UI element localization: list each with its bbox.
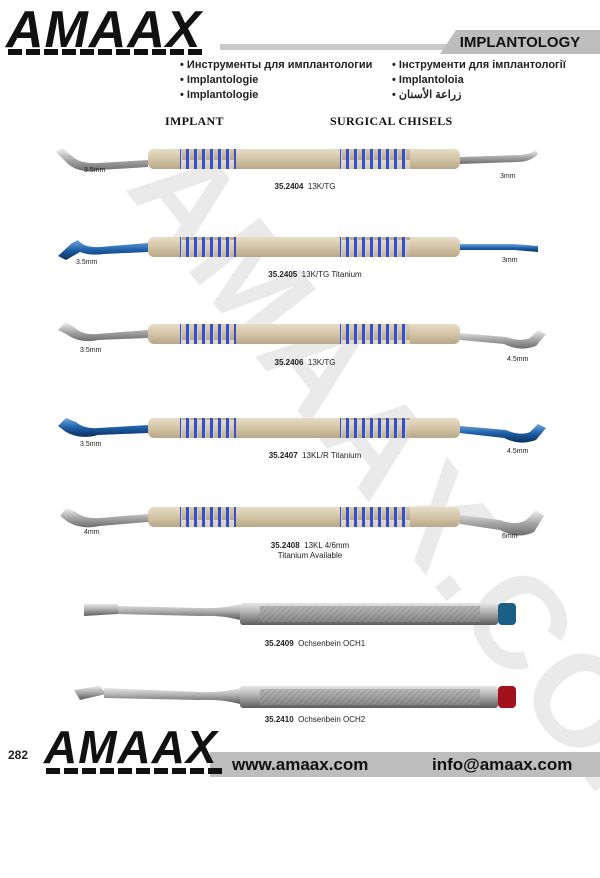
footer-logo-underline [46,768,222,774]
size-label: 3.5mm [80,347,102,354]
instrument-name: 13K/TG [307,358,336,367]
logo-underline [8,49,206,55]
catalog-number: 35.2407 [268,451,298,460]
instrument-35-2409 [84,603,516,625]
size-label: 3mm [500,173,516,180]
instrument-35-2404 [56,148,538,172]
instrument-name: Ochsenbein OCH2 [298,715,366,724]
instrument-illustrations [56,148,546,708]
footer-brand-logo: AMAAX [44,721,218,773]
instrument-caption: 35.2404 13K/TG [240,182,370,192]
instrument-name: 13K/TG Titanium [301,270,362,279]
size-label: 3mm [502,257,518,264]
instrument-35-2408 [60,507,544,536]
language-item: Implantoloia [392,73,592,88]
language-item: Інструменти для імплантології [392,58,592,73]
size-label: 6mm [502,533,518,540]
instrument-caption: 35.2405 13K/TG Titanium [240,270,390,280]
size-label: 3.5mm [84,167,106,174]
catalog-number: 35.2410 [264,715,294,724]
instrument-35-2405 [58,237,538,260]
catalog-number: 35.2404 [274,182,304,191]
footer-bar [210,752,600,777]
column-title-surgical-chisels: SURGICAL CHISELS [330,114,453,128]
instrument-caption: 35.2408 13KL 4/6mm Titanium Available [240,541,380,561]
language-list-right: Інструменти для імплантології Implantolo… [392,58,592,103]
size-label: 3.5mm [80,441,102,448]
instrument-35-2406 [58,322,546,349]
instrument-name: Ochsenbein OCH1 [298,639,366,648]
column-title-implant: IMPLANT [165,114,224,128]
catalog-number: 35.2409 [264,639,294,648]
size-label: 3.5mm [76,259,98,266]
size-label: 4mm [84,529,100,536]
instrument-35-2407 [58,418,546,443]
language-item: Implantologie [180,73,390,88]
footer-website-link[interactable]: www.amaax.com [232,755,369,774]
language-item: Implantologie [180,88,390,103]
catalog-number: 35.2406 [274,358,304,367]
instrument-note: Titanium Available [277,551,343,560]
catalog-number: 35.2405 [268,270,298,279]
instrument-name: 13KL/R Titanium [302,451,362,460]
instrument-caption: 35.2407 13KL/R Titanium [240,451,390,461]
language-item: زراعة الأسنان [392,88,592,103]
instrument-name: 13K/TG [307,182,336,191]
instrument-caption: 35.2409 Ochsenbein OCH1 [240,639,390,649]
size-label: 4.5mm [507,448,529,455]
instrument-name: 13KL 4/6mm [304,541,350,550]
brand-logo: AMAAX [6,1,202,59]
size-label: 4.5mm [507,356,529,363]
catalog-number: 35.2408 [270,541,300,550]
header-bar [220,44,600,50]
instrument-caption: 35.2410 Ochsenbein OCH2 [240,715,390,725]
instrument-35-2410 [74,686,516,708]
language-item: Инструменты для имплантологии [180,58,390,73]
footer-email-link[interactable]: info@amaax.com [432,755,573,774]
section-title: IMPLANTOLOGY [440,30,600,54]
page-number: 282 [8,748,29,762]
language-list-left: Инструменты для имплантологии Implantolo… [180,58,390,103]
instrument-caption: 35.2406 13K/TG [240,358,370,368]
